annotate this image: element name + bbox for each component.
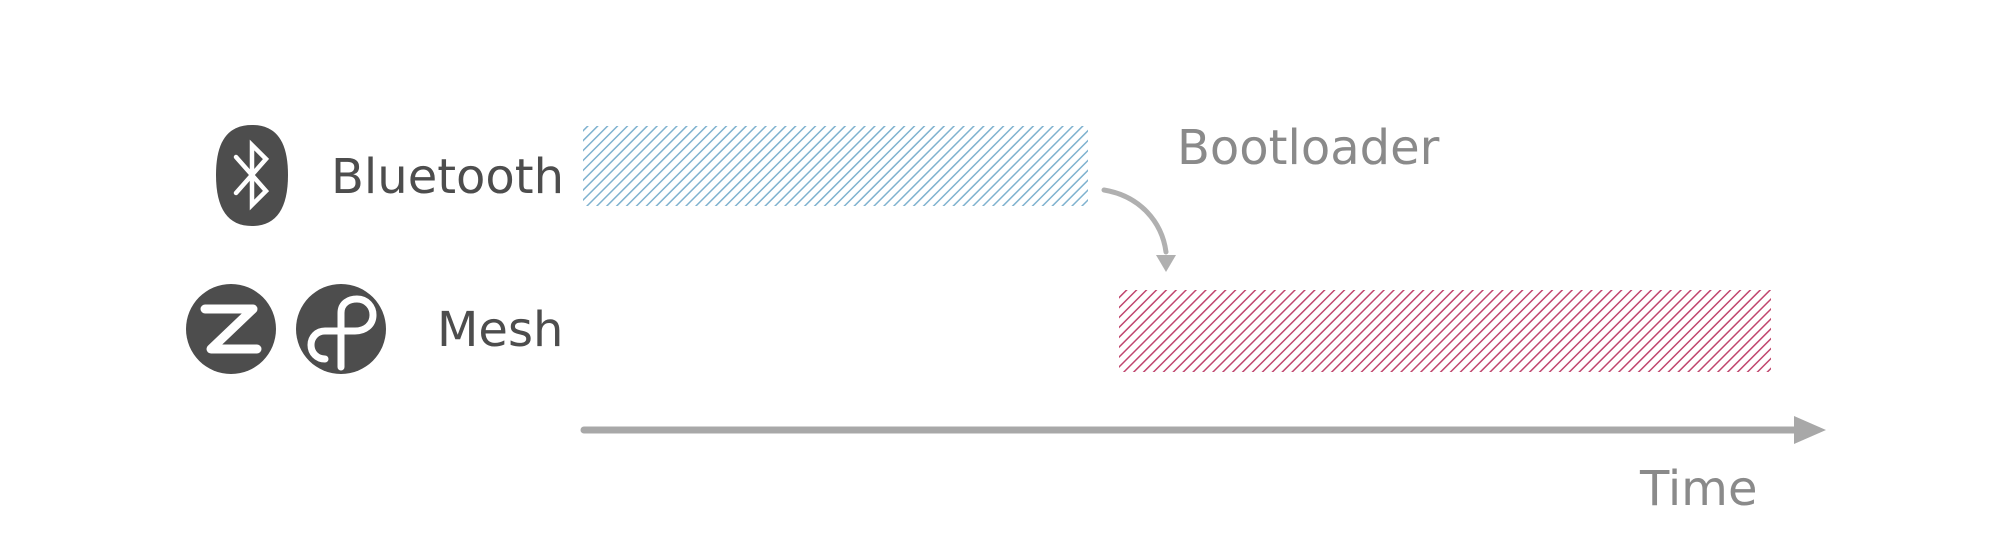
bluetooth-label: Bluetooth [331,149,565,205]
bluetooth-bar [583,126,1088,206]
thread-icon [296,284,386,374]
bootloader-label: Bootloader [1177,120,1440,176]
mesh-label: Mesh [437,302,564,358]
transition-arrow [1101,187,1169,255]
time-axis-label: Time [1640,461,1758,517]
transition-arrowhead [1156,255,1176,272]
mesh-bar [1119,290,1771,372]
zigbee-icon [186,284,276,374]
time-axis-arrowhead [1794,416,1826,444]
bluetooth-icon [216,125,288,226]
